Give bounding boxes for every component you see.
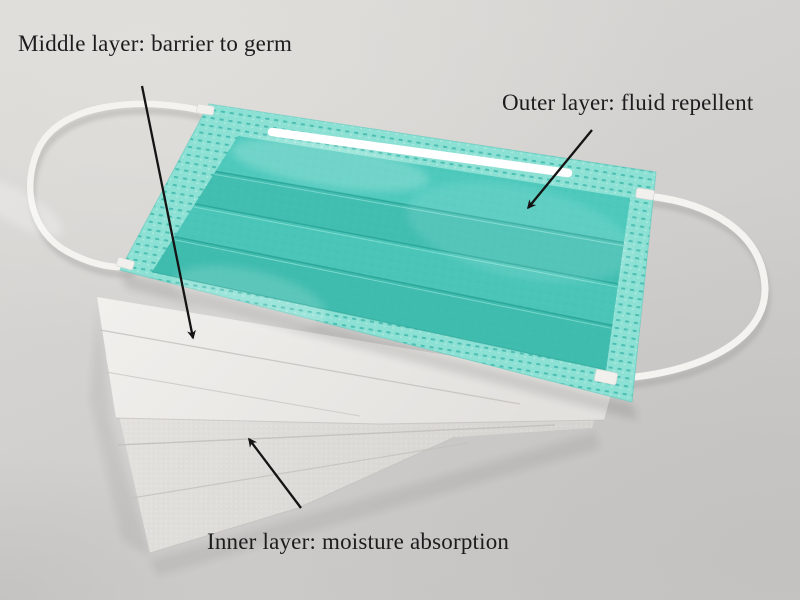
outer-layer-label: Outer layer: fluid repellent <box>502 90 754 115</box>
nose-wire-strip <box>267 127 573 178</box>
right-ear-loop <box>608 192 769 383</box>
middle-layer-label: Middle layer: barrier to germ <box>18 31 293 56</box>
arrow-to-inner-layer <box>248 437 302 509</box>
fabric-sheen <box>0 138 633 331</box>
ear-loop-tabs <box>116 103 655 386</box>
left-ear-loop <box>26 100 215 271</box>
surgical-mask <box>0 103 657 403</box>
ear-loops <box>26 100 771 390</box>
table-shadows <box>90 300 600 576</box>
middle-layer <box>97 297 614 425</box>
arrow-to-middle-layer <box>140 85 196 340</box>
arrow-to-outer-layer <box>527 129 593 210</box>
inner-layer-label: Inner layer: moisture absorption <box>207 529 510 554</box>
